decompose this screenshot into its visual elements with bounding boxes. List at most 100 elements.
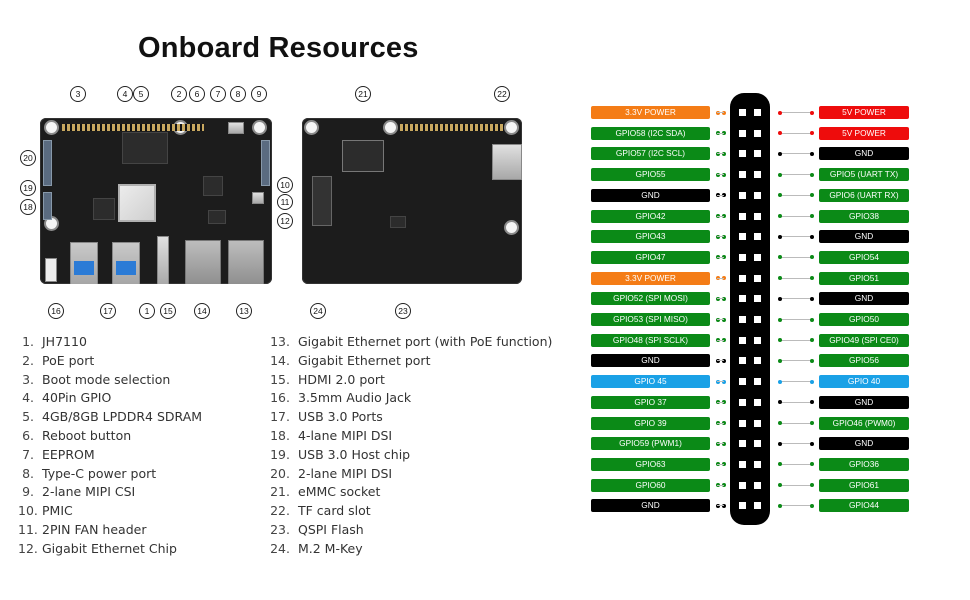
callout-4: 4 <box>117 86 133 102</box>
pin-label-right: GPIO36 <box>819 457 909 471</box>
pin-label-right: GPIO49 (SPI CE0) <box>819 333 909 347</box>
pin-connector-dot <box>722 276 726 281</box>
pin-connector-dot <box>810 338 814 343</box>
header-pin <box>754 460 761 468</box>
pin-label-right: GPIO46 (PWM0) <box>819 416 909 430</box>
pin-connector-dot <box>810 276 814 281</box>
callout-14: 14 <box>194 303 210 319</box>
resource-number: 24. <box>270 540 290 556</box>
resource-label: Gigabit Ethernet port (with PoE function… <box>298 334 553 349</box>
resource-number: 11. <box>18 521 38 537</box>
header-pin <box>754 481 761 489</box>
pin-wire <box>780 422 812 424</box>
resource-item: 3. Boot mode selection <box>18 371 202 390</box>
resource-number: 22. <box>270 503 290 519</box>
resource-label: TF card slot <box>298 503 371 519</box>
pin-label-right: GND <box>819 147 909 161</box>
pin-connector-dot <box>778 317 782 322</box>
header-pin <box>754 171 761 179</box>
pin-label-right: GPIO51 <box>819 271 909 285</box>
callout-17: 17 <box>100 303 116 319</box>
header-pin <box>754 295 761 303</box>
resource-label: USB 3.0 Host chip <box>298 446 411 462</box>
pin-wire <box>717 360 724 362</box>
pin-wire <box>780 360 812 362</box>
callout-5: 5 <box>133 86 149 102</box>
pin-label-left: GPIO60 <box>591 478 710 492</box>
resource-number: 8. <box>22 465 34 481</box>
pin-wire <box>780 319 812 320</box>
pin-wire <box>780 153 812 155</box>
header-pin <box>739 171 746 179</box>
pin-connector-dot <box>810 462 814 467</box>
pin-wire <box>717 505 724 507</box>
resource-label: Gigabit Ethernet Chip <box>42 540 177 556</box>
mount-hole <box>306 122 317 133</box>
pin-label-right: GPIO61 <box>819 478 909 492</box>
resource-label: 3.5mm Audio Jack <box>298 390 412 406</box>
header-pin <box>739 481 746 489</box>
header-pin <box>739 129 746 137</box>
resource-label: HDMI 2.0 port <box>298 371 385 387</box>
callout-6: 6 <box>189 86 205 102</box>
pin-wire <box>780 112 812 113</box>
pin-wire <box>717 484 724 486</box>
callout-24: 24 <box>310 303 326 319</box>
mount-hole <box>506 122 517 133</box>
resource-label: 4-lane MIPI DSI <box>298 427 393 443</box>
header-pin <box>754 129 761 137</box>
pin-connector-dot <box>810 503 814 508</box>
mount-hole <box>46 122 57 133</box>
resource-label: Boot mode selection <box>42 371 171 387</box>
pin-label-right: GPIO 40 <box>819 375 909 389</box>
page-title: Onboard Resources <box>138 32 419 64</box>
callout-15: 15 <box>160 303 176 319</box>
header-pin <box>754 233 761 241</box>
callout-20: 20 <box>20 150 36 166</box>
resource-item: 4.40Pin GPIO <box>18 389 202 408</box>
header-pin <box>754 357 761 365</box>
resource-item: 18.4-lane MIPI DSI <box>270 427 552 446</box>
pin-label-left: GPIO59 (PWM1) <box>591 437 710 451</box>
pin-wire <box>717 215 724 217</box>
resource-label: PoE port <box>42 352 95 368</box>
pin-connector-dot <box>778 151 782 156</box>
pin-wire <box>717 381 724 383</box>
gpio-header-block <box>730 93 770 525</box>
resource-item: 5.4GB/8GB LPDDR4 SDRAM <box>18 408 202 427</box>
pin-connector-dot <box>778 338 782 343</box>
header-pin <box>739 109 746 116</box>
pin-wire <box>780 505 812 507</box>
m2-mkey-slot <box>312 176 332 226</box>
header-pin <box>754 212 761 220</box>
mount-hole <box>385 122 396 133</box>
resource-number: 5. <box>22 409 34 425</box>
pin-wire <box>780 256 812 258</box>
resource-item: 8.Type-C power port <box>18 465 202 484</box>
usb-host-chip <box>93 198 115 220</box>
mipi-dsi-4lane-connector <box>43 192 52 220</box>
resource-item: 20.2-lane MIPI DSI <box>270 465 552 484</box>
resource-label: Gigabit Ethernet port <box>298 352 431 368</box>
pin-label-right: GPIO50 <box>819 313 909 326</box>
resource-label: 2-lane MIPI DSI <box>298 465 393 481</box>
resource-number: 3. <box>22 371 34 387</box>
header-pin <box>739 357 746 365</box>
header-pin <box>739 274 746 282</box>
pin-label-left: GPIO42 <box>591 209 710 223</box>
pin-connector-dot <box>722 214 726 218</box>
pin-wire <box>717 319 724 320</box>
header-pin <box>739 378 746 386</box>
qspi-flash-chip <box>390 216 406 228</box>
pin-wire <box>780 443 812 445</box>
callout-18: 18 <box>20 199 36 215</box>
pin-connector-dot <box>810 358 814 363</box>
pin-connector-dot <box>778 276 782 281</box>
pin-label-right: 5V POWER <box>819 106 909 119</box>
resource-number: 14. <box>270 352 290 368</box>
resource-number: 7. <box>22 446 34 462</box>
callout-7: 7 <box>210 86 226 102</box>
callout-12: 12 <box>277 213 293 229</box>
ethernet-port <box>185 240 221 284</box>
resource-item: 10.PMIC <box>18 502 202 521</box>
